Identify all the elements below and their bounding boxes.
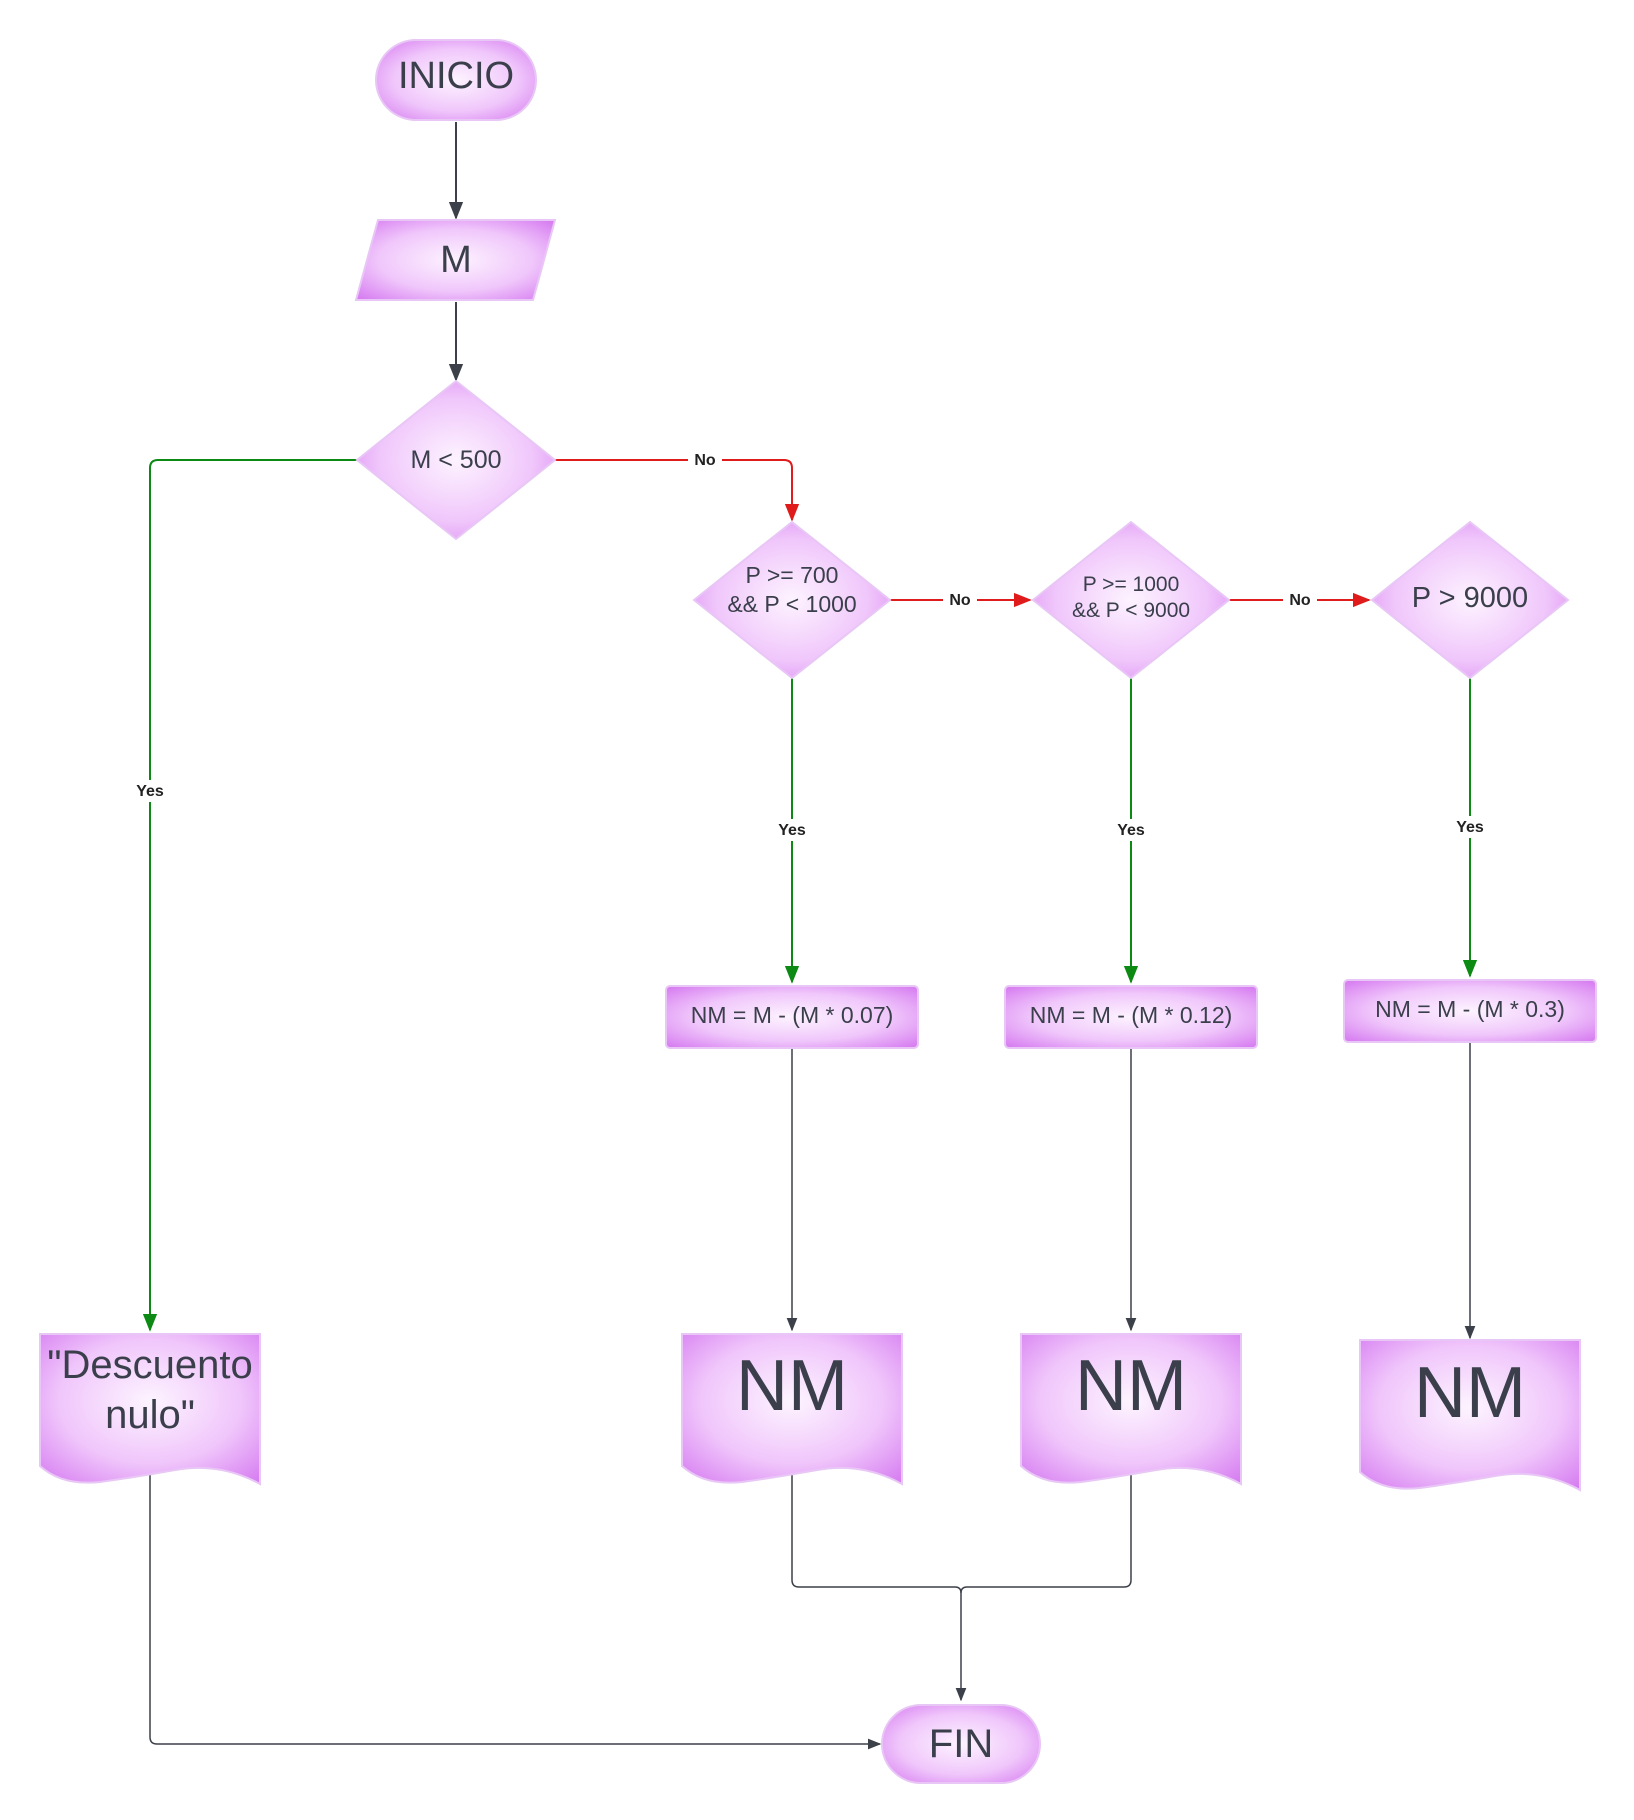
edge-m500-no — [555, 459, 800, 522]
decision-m-lt-500-label: M < 500 — [410, 446, 501, 474]
process-007-label: NM = M - (M * 0.07) — [691, 1002, 894, 1028]
decision-p-1000-9000: P >= 1000 && P < 9000 — [1031, 520, 1231, 680]
connectors — [142, 122, 1478, 1750]
label-p1000-yes: Yes — [1117, 822, 1145, 839]
output-nm-2-label: NM — [1075, 1346, 1187, 1426]
label-p9000-yes: Yes — [1456, 819, 1484, 836]
start-label: INICIO — [398, 55, 514, 97]
output-descuento-document: "Descuento nulo" — [39, 1333, 261, 1486]
label-m500-no: No — [694, 452, 716, 469]
end-terminal: FIN — [881, 1704, 1041, 1784]
process-012: NM = M - (M * 0.12) — [1004, 985, 1258, 1049]
label-m500-yes: Yes — [136, 783, 164, 800]
output-nm-3-label: NM — [1414, 1353, 1526, 1433]
edge-m500-yes — [142, 459, 357, 1332]
edge-nm2-merge — [960, 1470, 1132, 1594]
decision-p-700-1000-line2: && P < 1000 — [727, 591, 856, 617]
start-terminal: INICIO — [375, 39, 537, 121]
end-label: FIN — [929, 1722, 993, 1766]
decision-p-1000-9000-line1: P >= 1000 — [1083, 573, 1180, 596]
process-012-label: NM = M - (M * 0.12) — [1030, 1002, 1233, 1028]
decision-p-gt-9000-label: P > 9000 — [1412, 582, 1528, 614]
process-007: NM = M - (M * 0.07) — [665, 985, 919, 1049]
decision-p-gt-9000: P > 9000 — [1370, 520, 1570, 680]
output-nm-1-document: NM — [681, 1333, 903, 1486]
input-m-label: M — [440, 239, 472, 281]
output-descuento-line2: nulo" — [105, 1393, 195, 1437]
label-p700-yes: Yes — [778, 822, 806, 839]
edge-labels: No Yes No No Yes Yes Yes — [130, 449, 1490, 841]
input-m-parallelogram: M — [354, 219, 557, 301]
process-03: NM = M - (M * 0.3) — [1343, 979, 1597, 1043]
label-p1000-no: No — [1289, 592, 1311, 609]
output-descuento-line1: "Descuento — [47, 1343, 252, 1387]
decision-m-lt-500: M < 500 — [355, 379, 557, 541]
decision-p-1000-9000-line2: && P < 9000 — [1072, 599, 1190, 622]
decision-p-700-1000-line1: P >= 700 — [746, 562, 839, 588]
output-nm-3-document: NM — [1359, 1339, 1581, 1492]
decision-p-700-1000: P >= 700 && P < 1000 — [692, 520, 892, 680]
output-nm-2-document: NM — [1020, 1333, 1242, 1486]
process-03-label: NM = M - (M * 0.3) — [1375, 996, 1565, 1022]
output-nm-1-label: NM — [736, 1346, 848, 1426]
edge-descuento-to-end — [149, 1470, 882, 1750]
edge-nm1-merge — [791, 1470, 962, 1594]
label-p700-no: No — [949, 592, 971, 609]
